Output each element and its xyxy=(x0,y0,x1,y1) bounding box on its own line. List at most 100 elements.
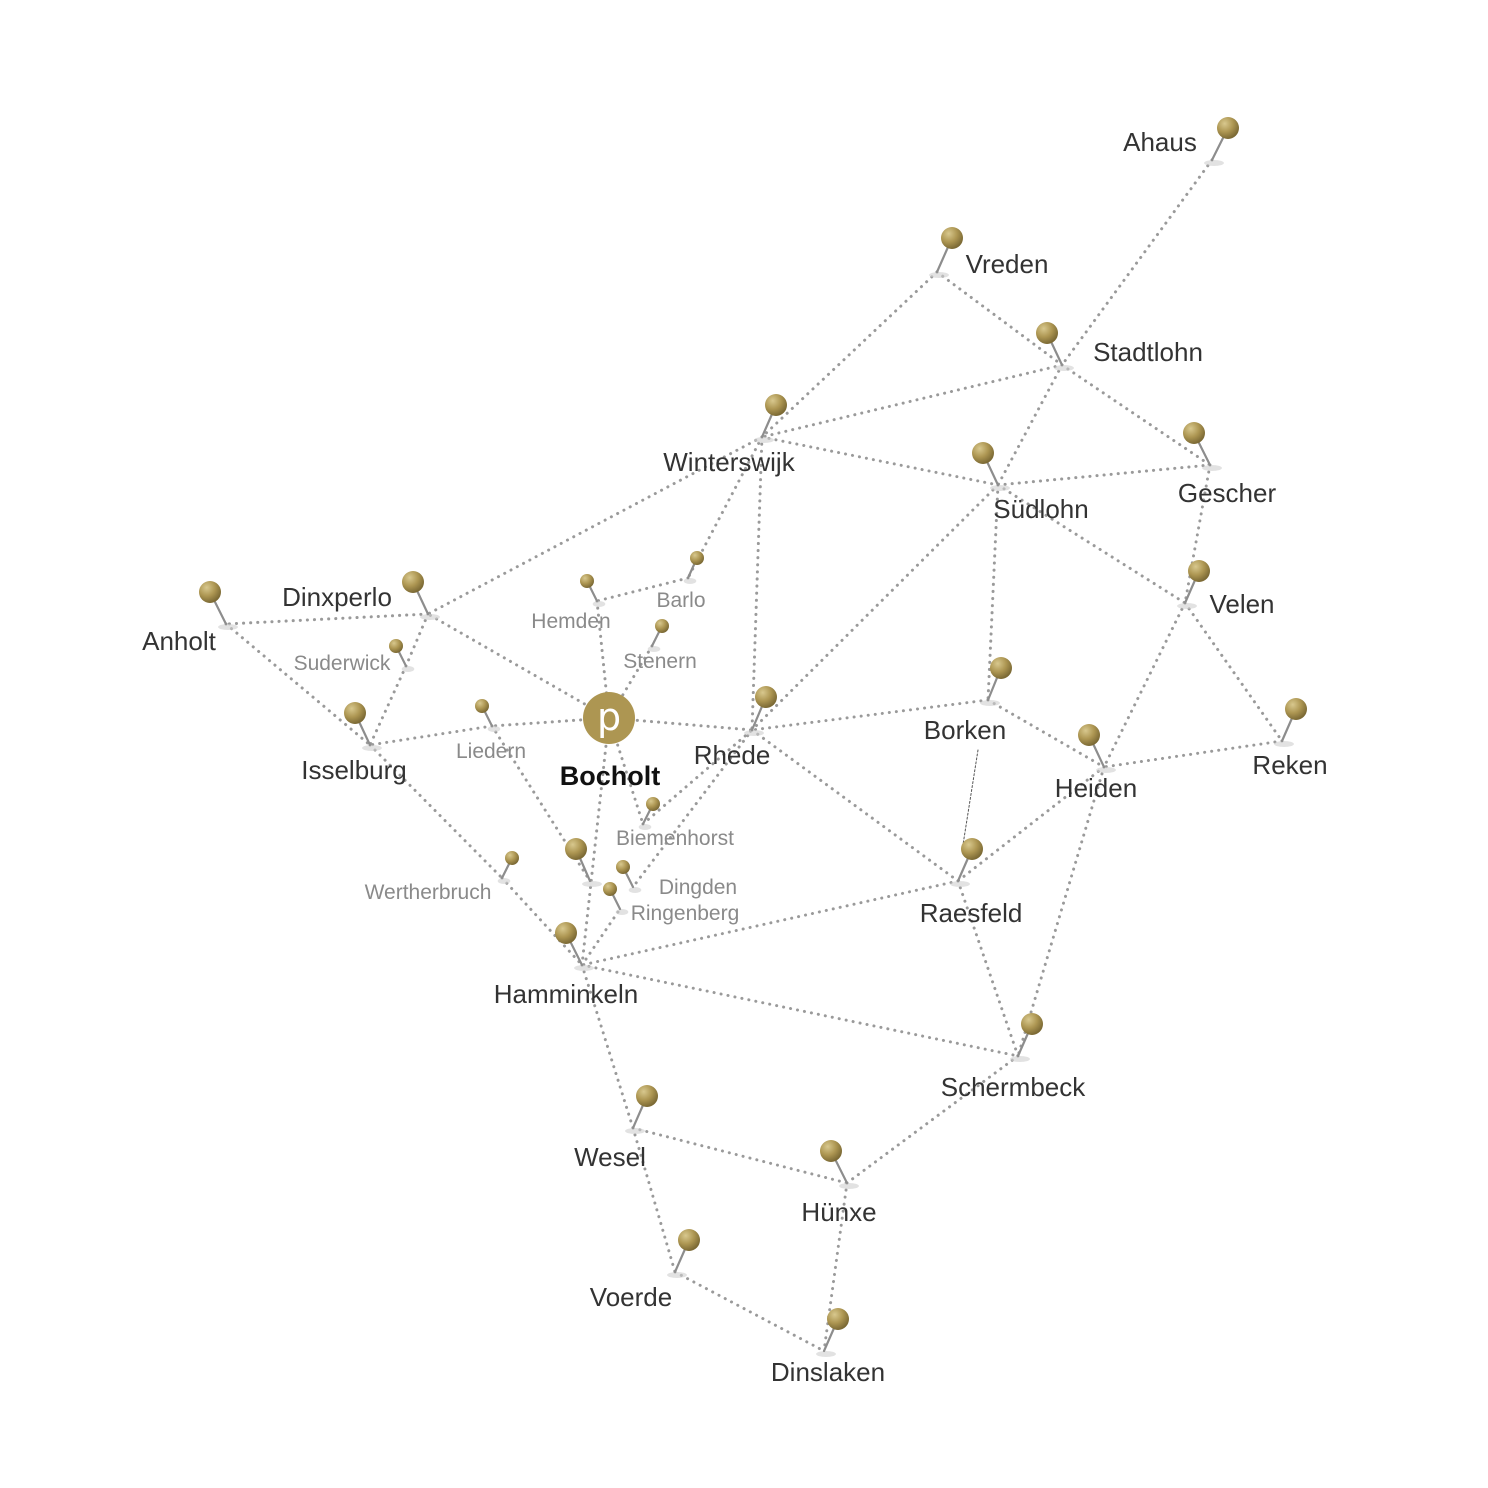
pin-voerde[interactable] xyxy=(667,1229,700,1278)
connection-barlo-hemden xyxy=(595,576,690,603)
label-stadtlohn[interactable]: Stadtlohn xyxy=(1093,337,1203,367)
pin-reken[interactable] xyxy=(1274,698,1307,747)
pin-head-icon xyxy=(690,551,704,565)
label-hemden[interactable]: Hemden xyxy=(531,610,610,633)
label-vreden[interactable]: Vreden xyxy=(966,249,1049,279)
connection-winterswijk-suedlohn xyxy=(760,435,1000,487)
pin-head-icon xyxy=(990,657,1012,679)
pin-shadow xyxy=(1274,741,1294,747)
connection-velen-reken xyxy=(1183,601,1284,743)
pin-head-icon xyxy=(555,922,577,944)
pin-unnamed[interactable] xyxy=(565,838,602,887)
label-velen[interactable]: Velen xyxy=(1209,589,1274,619)
pin-stadtlohn[interactable] xyxy=(1036,322,1074,371)
pin-ahaus[interactable] xyxy=(1204,117,1239,166)
label-winterswijk[interactable]: Winterswijk xyxy=(663,447,795,477)
pin-wertherbruch[interactable] xyxy=(497,851,519,884)
pin-schermbeck[interactable] xyxy=(1010,1013,1043,1062)
label-suderwick[interactable]: Suderwick xyxy=(294,652,391,675)
label-dinxperlo[interactable]: Dinxperlo xyxy=(282,582,392,612)
pin-rhede[interactable] xyxy=(744,686,777,736)
pin-hamminkeln[interactable] xyxy=(555,922,594,971)
pin-shadow xyxy=(647,646,661,652)
pin-head-icon xyxy=(1217,117,1239,139)
label-bocholt[interactable]: Bocholt xyxy=(560,761,661,791)
label-barlo[interactable]: Barlo xyxy=(656,589,705,612)
label-hamminkeln[interactable]: Hamminkeln xyxy=(494,979,639,1009)
label-huenxe[interactable]: Hünxe xyxy=(801,1197,876,1227)
connection-hamminkeln-schermbeck xyxy=(580,963,1020,1058)
bocholt-logo-marker[interactable]: p xyxy=(583,692,635,744)
pin-shadow xyxy=(420,614,440,620)
pin-ringenberg[interactable] xyxy=(603,882,629,915)
label-heiden[interactable]: Heiden xyxy=(1055,773,1137,803)
pin-borken[interactable] xyxy=(980,657,1012,706)
pin-dingden[interactable] xyxy=(616,860,642,893)
pin-dinxperlo[interactable] xyxy=(402,571,440,620)
pin-dinslaken[interactable] xyxy=(816,1308,849,1357)
pin-shadow xyxy=(1202,465,1222,471)
pin-head-icon xyxy=(199,581,221,603)
pin-head-icon xyxy=(344,702,366,724)
label-suedlohn[interactable]: Südlohn xyxy=(993,494,1088,524)
pin-head-icon xyxy=(655,619,669,633)
pin-huenxe[interactable] xyxy=(820,1140,859,1189)
pin-velen[interactable] xyxy=(1177,560,1210,609)
label-stenern[interactable]: Stenern xyxy=(623,650,697,673)
pin-biemenhorst[interactable] xyxy=(638,797,660,830)
label-voerde[interactable]: Voerde xyxy=(590,1282,672,1312)
label-liedern[interactable]: Liedern xyxy=(456,740,526,763)
pin-winterswijk[interactable] xyxy=(754,394,787,443)
label-gescher[interactable]: Gescher xyxy=(1178,478,1277,508)
label-anholt[interactable]: Anholt xyxy=(142,626,216,656)
pin-head-icon xyxy=(972,442,994,464)
label-dingden[interactable]: Dingden xyxy=(659,876,737,899)
connection-stadtlohn-winterswijk xyxy=(760,363,1064,439)
label-wertherbruch[interactable]: Wertherbruch xyxy=(365,881,492,904)
label-reken[interactable]: Reken xyxy=(1252,750,1327,780)
pin-shadow xyxy=(582,881,602,887)
pin-head-icon xyxy=(755,686,777,708)
connection-borken-rhede xyxy=(750,698,990,732)
label-dinslaken[interactable]: Dinslaken xyxy=(771,1357,885,1387)
pin-gescher[interactable] xyxy=(1183,422,1222,471)
connection-vreden-winterswijk xyxy=(760,270,939,439)
pin-stenern[interactable] xyxy=(647,619,669,652)
pin-head-icon xyxy=(389,639,403,653)
pin-head-icon xyxy=(1183,422,1205,444)
connection-hamminkeln-ringenberg xyxy=(580,907,622,967)
pin-suedlohn[interactable] xyxy=(972,442,1010,491)
pin-raesfeld[interactable] xyxy=(950,838,983,887)
pin-head-icon xyxy=(820,1140,842,1162)
label-schermbeck[interactable]: Schermbeck xyxy=(941,1072,1086,1102)
connection-heiden-schermbeck xyxy=(1016,765,1106,1058)
location-pins: p xyxy=(199,117,1307,1357)
pin-wesel[interactable] xyxy=(625,1085,658,1134)
pin-head-icon xyxy=(646,797,660,811)
pin-shadow xyxy=(1096,767,1116,773)
pin-head-icon xyxy=(1021,1013,1043,1035)
pin-isselburg[interactable] xyxy=(344,702,382,751)
label-ahaus[interactable]: Ahaus xyxy=(1123,127,1197,157)
pin-suderwick[interactable] xyxy=(389,639,415,672)
label-ringenberg[interactable]: Ringenberg xyxy=(631,902,740,925)
connection-biemenhorst-rhede xyxy=(641,728,754,826)
label-biemenhorst[interactable]: Biemenhorst xyxy=(616,827,734,850)
label-borken[interactable]: Borken xyxy=(924,715,1006,745)
pin-vreden[interactable] xyxy=(929,227,963,278)
pin-shadow xyxy=(744,730,764,736)
connection-borken-raesfeld xyxy=(961,749,979,852)
pin-liedern[interactable] xyxy=(475,699,501,732)
connection-dinxperlo-suderwick xyxy=(404,612,430,668)
label-isselburg[interactable]: Isselburg xyxy=(301,755,407,785)
label-wesel[interactable]: Wesel xyxy=(574,1142,646,1172)
pin-barlo[interactable] xyxy=(683,551,704,584)
pin-heiden[interactable] xyxy=(1078,724,1116,773)
connection-velen-heiden xyxy=(1102,601,1187,769)
connection-suedlohn-rhede xyxy=(750,483,1000,732)
label-rhede[interactable]: Rhede xyxy=(694,740,771,770)
pin-hemden[interactable] xyxy=(580,574,606,607)
pin-anholt[interactable] xyxy=(199,581,238,630)
label-raesfeld[interactable]: Raesfeld xyxy=(920,898,1023,928)
